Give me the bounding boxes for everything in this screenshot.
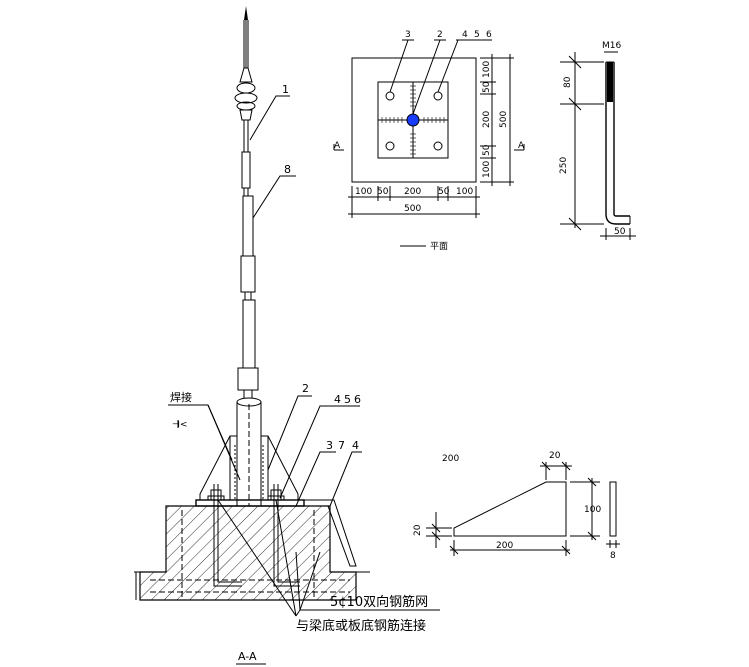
dim-r-500: 500 xyxy=(499,111,509,128)
rib-dim-20-side: 20 xyxy=(413,524,423,536)
dim-b-50-right: 50 xyxy=(438,187,450,197)
dim-b-100-right: 100 xyxy=(456,187,473,197)
dim-b-50-left: 50 xyxy=(377,187,389,197)
weld-label: 焊接 xyxy=(170,390,192,404)
label-8: 8 xyxy=(284,163,291,176)
label-2: 2 xyxy=(302,382,309,395)
dim-r-50-top: 50 xyxy=(482,81,492,93)
anchor-bolt-detail: M16 80 250 50 xyxy=(559,41,636,240)
rod-segments xyxy=(237,151,259,398)
plan-view: 3 2 4 5 6 A A 100 50 200 50 100 500 xyxy=(333,30,525,252)
base-plate xyxy=(195,499,305,507)
label-1: 1 xyxy=(282,83,289,96)
rod-center-dot xyxy=(406,113,420,127)
base-pipe xyxy=(236,397,262,506)
label-7: 7 xyxy=(338,439,345,452)
plan-right-dims: 100 50 200 50 100 500 xyxy=(480,54,514,186)
plan-label-4: 4 xyxy=(462,30,468,40)
dim-r-200: 200 xyxy=(482,111,492,128)
label-5: 5 xyxy=(344,393,351,406)
label-6: 6 xyxy=(354,393,361,406)
gusset-rib-detail: 200 20 100 20 200 8 xyxy=(413,451,620,561)
dim-b-100-left: 100 xyxy=(355,187,372,197)
rib-dim-20-top: 20 xyxy=(549,451,561,461)
concrete-pier xyxy=(134,499,370,601)
rib-dim-100: 100 xyxy=(584,505,601,515)
plan-label-2: 2 xyxy=(437,30,443,40)
connect-note: 与梁底或板底钢筋连接 xyxy=(296,618,426,634)
elevation-leaders xyxy=(168,95,440,665)
plan-bottom-dims: 100 50 200 50 100 500 xyxy=(348,186,480,218)
dim-r-100-bottom: 100 xyxy=(482,161,492,178)
plan-label-3: 3 xyxy=(405,30,411,40)
rib-label-200: 200 xyxy=(442,454,459,464)
rebar-note: 5¢10双向钢筋网 xyxy=(330,594,428,610)
weld-symbol: ⊣< xyxy=(172,420,187,430)
bolt-dim-50: 50 xyxy=(614,227,626,237)
rib-dim-200: 200 xyxy=(496,541,513,551)
plan-label-5: 5 xyxy=(474,30,480,40)
rib-dim-8: 8 xyxy=(610,551,616,561)
label-4: 4 xyxy=(334,393,341,406)
section-mark-right: A xyxy=(518,141,525,151)
dim-r-100-top: 100 xyxy=(482,61,492,78)
dim-b-500: 500 xyxy=(404,204,421,214)
bolt-dim-250: 250 xyxy=(559,157,569,174)
dim-r-50-bottom: 50 xyxy=(482,144,492,156)
elevation-view: 1 8 2 4 5 6 3 7 4 焊接 ⊣< 5¢10双向钢筋网 与梁底或板底… xyxy=(134,6,440,665)
label-4b: 4 xyxy=(352,439,359,452)
dim-b-200: 200 xyxy=(404,187,421,197)
plan-title: 平面 xyxy=(430,241,448,252)
section-mark-left: A xyxy=(334,141,341,151)
section-title: A-A xyxy=(238,650,257,663)
rod-tip xyxy=(234,6,258,152)
bolt-thread-label: M16 xyxy=(602,41,621,51)
bolt-dim-80: 80 xyxy=(563,76,573,88)
plan-label-6: 6 xyxy=(486,30,492,40)
label-3: 3 xyxy=(326,439,333,452)
